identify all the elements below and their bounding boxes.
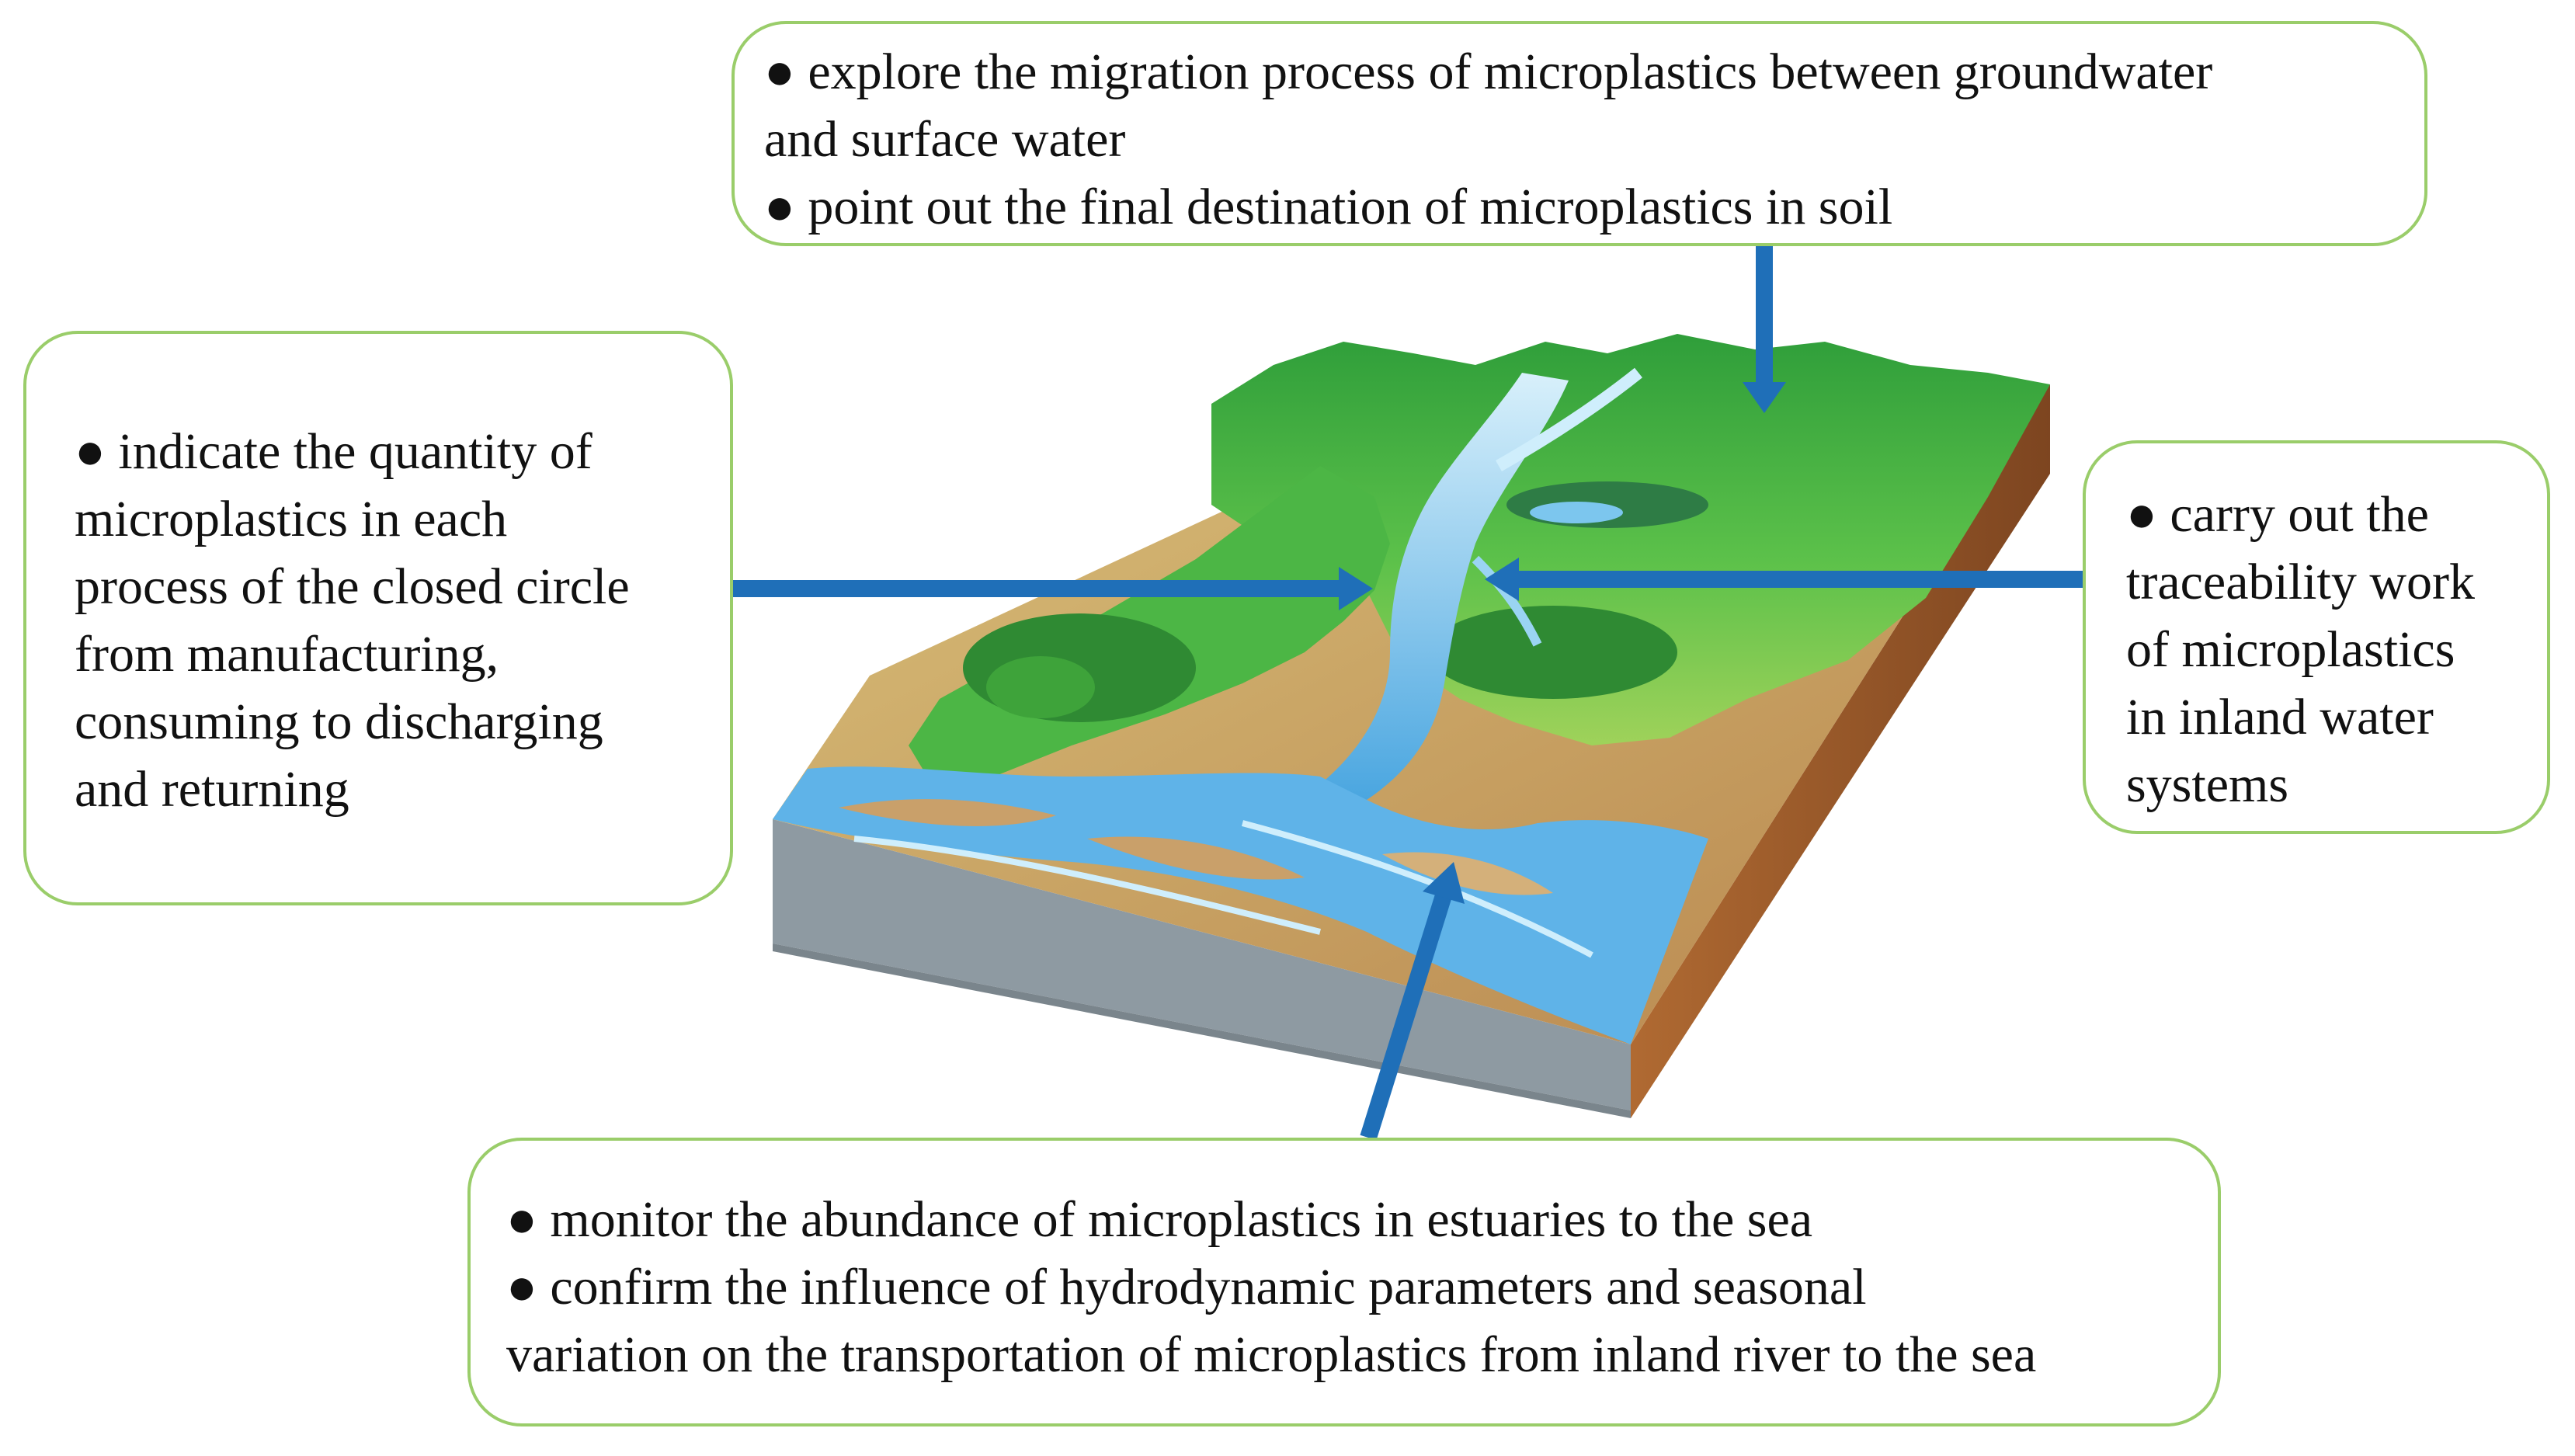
callout-line: ● carry out the [2126,486,2429,543]
callout-line: process of the closed circle [75,558,630,615]
callout-line: ● indicate the quantity of [75,423,592,480]
callout-line: from manufacturing, [75,626,499,683]
callout-text: ● explore the migration process of micro… [764,38,2212,241]
river-tributary [1496,367,1642,471]
callout-line: in inland water [2126,689,2434,745]
water-streaks [853,820,1593,958]
river-main [1320,373,1569,800]
callout-line: microplastics in each [75,491,508,547]
sand-bar-2 [1087,836,1305,880]
sand-bar-1 [839,799,1056,826]
callout-text: ● carry out the traceability work of mic… [2126,481,2475,818]
blue-arrow-top [1743,246,1786,413]
river-tributary-b [1472,555,1542,647]
blue-arrow-bottom [1360,862,1465,1141]
callout-line: and surface water [764,111,1126,168]
callout-traceability: ● carry out the traceability work of mic… [2083,440,2550,834]
callout-line: and returning [75,761,349,818]
blue-arrow-right [1485,558,2083,601]
blue-arrow-left [733,567,1373,610]
callout-line: of microplastics [2126,621,2455,678]
callout-line: ● explore the migration process of micro… [764,43,2213,100]
callout-line: consuming to discharging [75,693,603,750]
callout-text: ● indicate the quantity of microplastics… [75,418,630,823]
forest-left-b [986,656,1095,718]
sand-bar-3 [1382,852,1553,895]
callout-closed-circle-quantity: ● indicate the quantity of microplastics… [23,331,733,905]
terrain-front-face [773,819,1631,1110]
callout-line: ● monitor the abundance of microplastics… [506,1191,1813,1248]
callout-estuaries-monitoring: ● monitor the abundance of microplastics… [467,1138,2221,1426]
callout-line: ● confirm the influence of hydrodynamic … [506,1259,1867,1315]
callout-groundwater-surface-water: ● explore the migration process of micro… [731,21,2427,246]
pond [1530,502,1623,523]
terrain-side-face [1631,384,2050,1118]
callout-line: systems [2126,756,2289,813]
estuary-delta [773,766,1708,1044]
forest-right [1429,606,1677,699]
callout-text: ● monitor the abundance of microplastics… [506,1186,2036,1388]
callout-line: variation on the transportation of micro… [506,1326,2037,1383]
terrain-front-face-lower [773,943,1631,1118]
callout-line: ● point out the final destination of mic… [764,179,1893,235]
callout-line: traceability work [2126,554,2475,610]
